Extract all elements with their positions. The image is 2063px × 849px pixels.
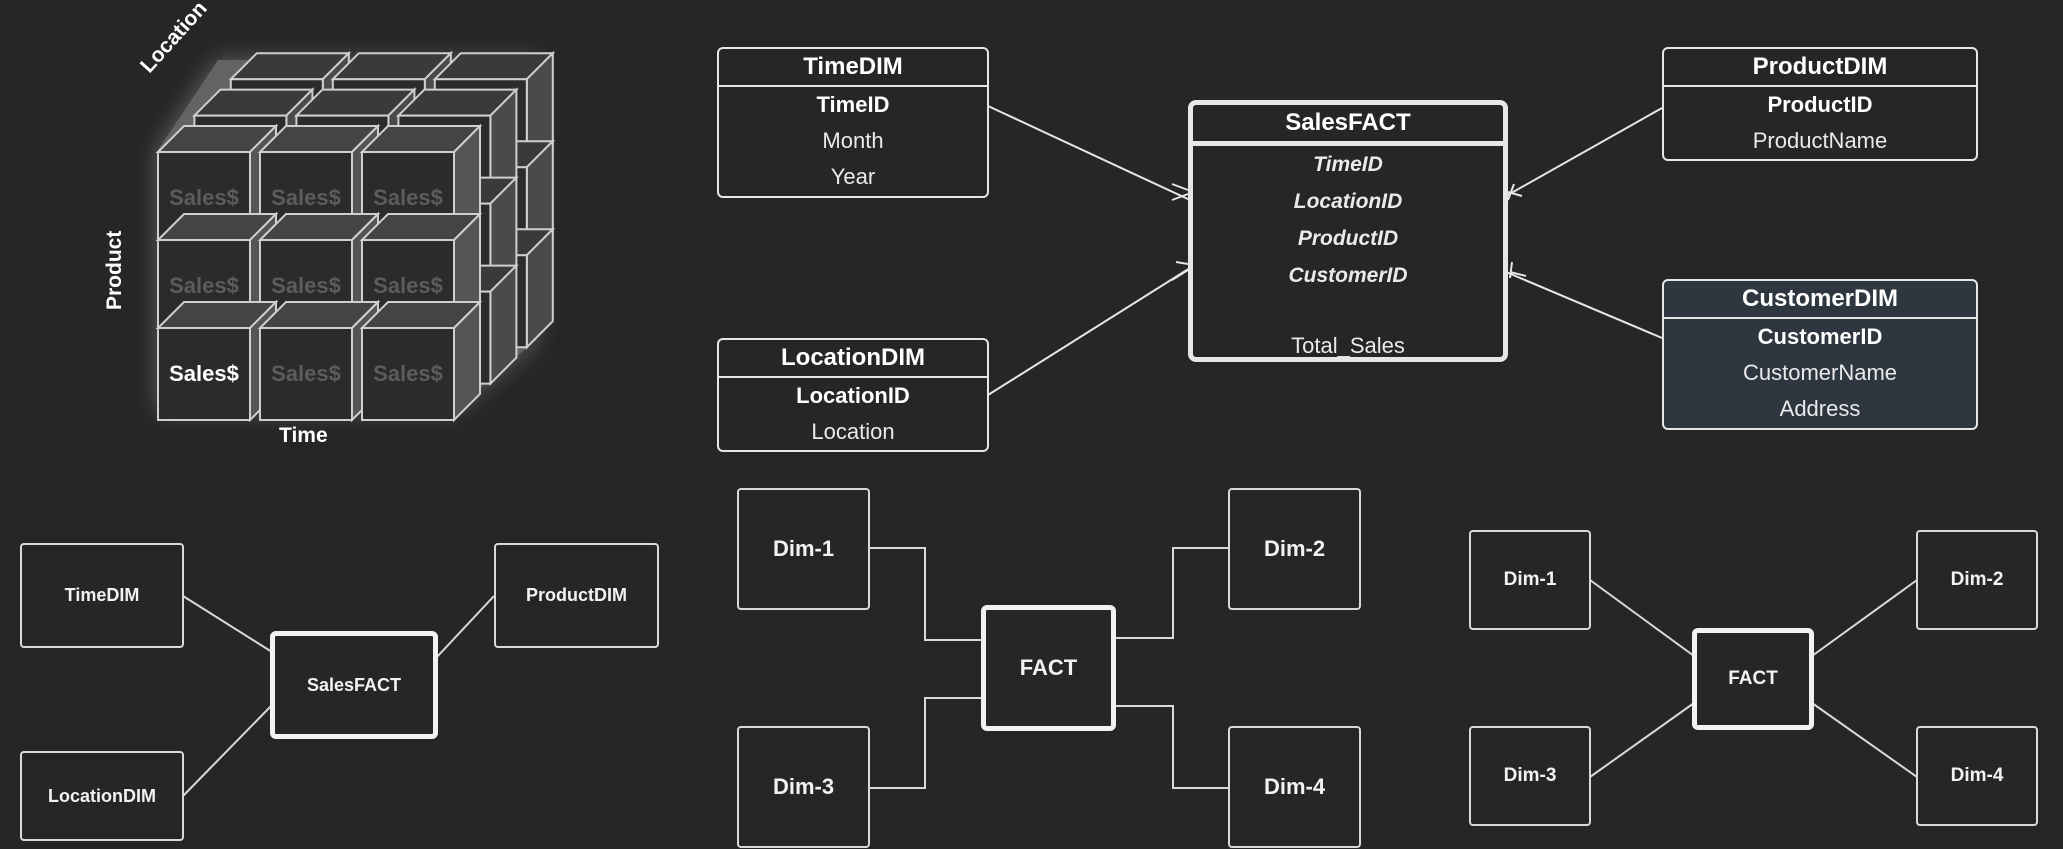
orth-dim4-box: Dim-4	[1228, 726, 1361, 848]
timedim-table: TimeDIM TimeID Month Year	[717, 47, 989, 198]
salesfact-table: SalesFACT TimeID LocationID ProductID Cu…	[1188, 100, 1508, 362]
orth-dim1-label: Dim-1	[772, 536, 835, 561]
star-productdim-box: ProductDIM	[494, 543, 659, 648]
salesfact-customerid: CustomerID	[1288, 264, 1408, 287]
star-locationdim-box: LocationDIM	[20, 751, 184, 841]
crowfoot-time-a	[1171, 183, 1189, 191]
salesfact-timeid: TimeID	[1313, 153, 1383, 176]
diag-dim2-label: Dim-2	[1950, 569, 2004, 590]
cube-cell-label: Sales$	[271, 185, 341, 210]
crowfoot-location-a	[1171, 269, 1189, 281]
line-dim4-fact-diag	[1811, 702, 1918, 778]
salesfact-productid: ProductID	[1297, 227, 1399, 250]
salesfact-locationid: LocationID	[1293, 190, 1403, 213]
cube-cell-label: Sales$	[169, 273, 239, 298]
orth-dim3-label: Dim-3	[772, 774, 835, 799]
line-product-salesfact	[435, 595, 495, 659]
line-dim1-fact-orth	[869, 547, 983, 641]
star-timedim-label: TimeDIM	[64, 585, 140, 605]
cube-cell-label: Sales$	[169, 185, 239, 210]
timedim-year: Year	[830, 164, 876, 189]
customerdim-table: CustomerDIM CustomerID CustomerName Addr…	[1662, 279, 1978, 430]
cube-cell-label: Sales$	[271, 361, 341, 386]
diag-dim4-label: Dim-4	[1950, 765, 2004, 786]
line-dim2-fact-orth	[1114, 547, 1229, 639]
orth-dim4-label: Dim-4	[1263, 774, 1326, 799]
productdim-title: ProductDIM	[1664, 49, 1976, 87]
salesfact-title: SalesFACT	[1193, 105, 1503, 146]
customerdim-address: Address	[1779, 396, 1861, 421]
orth-dim3-box: Dim-3	[737, 726, 870, 848]
cube-cell-label: Sales$	[373, 361, 443, 386]
connector-time-fact	[987, 105, 1191, 201]
star-productdim-label: ProductDIM	[526, 585, 627, 605]
line-dim4-fact-orth	[1114, 705, 1229, 789]
orth-fact-label: FACT	[1019, 655, 1078, 680]
line-location-salesfact	[182, 704, 273, 797]
cube-front-cell	[359, 299, 483, 423]
olap-cube: Location Product Time Sales$Sales$Sales$…	[0, 0, 600, 460]
timedim-timeid: TimeID	[816, 92, 890, 117]
line-time-salesfact	[182, 595, 273, 653]
star-salesfact-label: SalesFACT	[306, 674, 402, 695]
salesfact-total-sales: Total_Sales	[1291, 333, 1405, 358]
connector-location-fact	[987, 267, 1191, 396]
diag-fact-label: FACT	[1728, 668, 1778, 689]
line-dim2-fact-diag	[1811, 579, 1918, 657]
orth-dim2-box: Dim-2	[1228, 488, 1361, 610]
crowfoot-customer-a	[1509, 261, 1513, 279]
diag-dim1-box: Dim-1	[1469, 530, 1591, 630]
line-dim3-fact-diag	[1589, 702, 1695, 778]
crowfoot-customer-b	[1509, 271, 1527, 277]
locationdim-title: LocationDIM	[719, 340, 987, 378]
cube-cell-label: Sales$	[169, 361, 239, 386]
locationdim-locationid: LocationID	[796, 383, 910, 408]
cube-cells	[155, 50, 556, 423]
star-timedim-box: TimeDIM	[20, 543, 184, 648]
productdim-productid: ProductID	[1767, 92, 1873, 117]
crowfoot-location-b	[1175, 261, 1189, 265]
productdim-productname: ProductName	[1752, 128, 1888, 153]
cube-cell-label: Sales$	[373, 185, 443, 210]
connector-customer-fact	[1505, 271, 1663, 339]
diag-dim3-box: Dim-3	[1469, 726, 1591, 826]
star-locationdim-label: LocationDIM	[48, 785, 156, 806]
productdim-table: ProductDIM ProductID ProductName	[1662, 47, 1978, 161]
orth-fact-box: FACT	[981, 605, 1116, 731]
diag-dim2-box: Dim-2	[1916, 530, 2038, 630]
cube-graphic	[155, 50, 556, 423]
star-salesfact-box: SalesFACT	[270, 631, 438, 739]
cube-cell-label: Sales$	[271, 273, 341, 298]
locationdim-location: Location	[811, 419, 895, 444]
diag-dim4-box: Dim-4	[1916, 726, 2038, 826]
customerdim-title: CustomerDIM	[1664, 281, 1976, 319]
cube-cell-label: Sales$	[373, 273, 443, 298]
locationdim-table: LocationDIM LocationID Location	[717, 338, 989, 452]
orth-dim2-label: Dim-2	[1263, 536, 1326, 561]
axis-time-label: Time	[279, 424, 328, 447]
line-dim1-fact-diag	[1589, 579, 1695, 657]
crowfoot-time-b	[1171, 193, 1189, 201]
customerdim-customerid: CustomerID	[1757, 324, 1883, 349]
diag-dim1-label: Dim-1	[1503, 569, 1557, 590]
timedim-title: TimeDIM	[719, 49, 987, 87]
diag-dim3-label: Dim-3	[1503, 765, 1557, 786]
customerdim-customername: CustomerName	[1742, 360, 1898, 385]
diag-fact-box: FACT	[1692, 628, 1814, 730]
line-dim3-fact-orth	[869, 697, 983, 789]
crowfoot-product-b	[1507, 191, 1523, 197]
timedim-month: Month	[822, 128, 884, 153]
connector-product-fact	[1505, 107, 1663, 197]
orth-dim1-box: Dim-1	[737, 488, 870, 610]
